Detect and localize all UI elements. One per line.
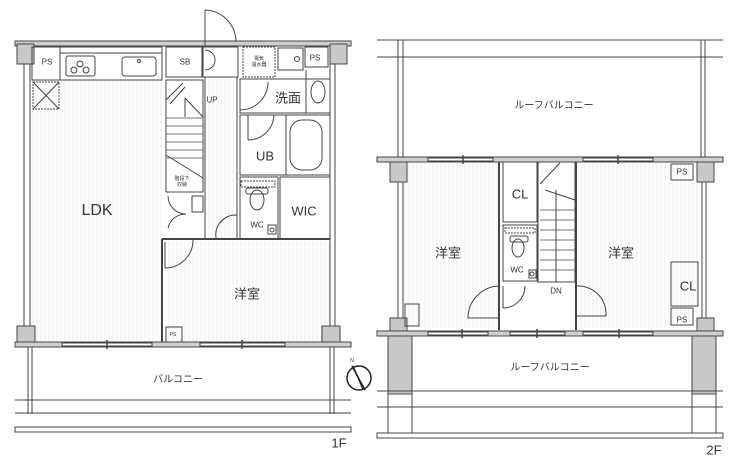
room-label-wc-1f: WC <box>250 220 264 230</box>
stairs-down-label: DN <box>550 286 562 296</box>
room-label-western-room-2f-left: 洋室 <box>434 245 462 261</box>
floor-label-1f: 1F <box>331 435 347 451</box>
room-label-western-room-1f: 洋室 <box>233 286 261 302</box>
floor-label-2f: 2F <box>706 442 722 458</box>
balcony-label: バルコニー <box>153 374 203 386</box>
room-label-unit-bath: UB <box>255 148 275 164</box>
room-label-shoe-box: SB <box>179 57 191 67</box>
compass-north-icon <box>346 365 372 391</box>
room-label-ps-2f-bottom: PS <box>676 315 688 325</box>
room-label-ps-2f-top: PS <box>676 167 688 177</box>
water-heater-label: 電気 温水器 <box>251 56 267 68</box>
roof-balcony-bottom-label: ルーフバルコニー <box>510 362 590 374</box>
room-label-ps-1f-left: PS <box>41 57 53 67</box>
room-label-washroom: 洗面 <box>274 90 302 106</box>
room-label-ps-1f-small: PS <box>169 332 177 338</box>
compass-north-label: N <box>350 358 354 364</box>
room-label-ldk: LDK <box>81 202 113 219</box>
room-label-wic: WIC <box>291 203 317 219</box>
room-label-wc-2f: WC <box>510 265 524 275</box>
room-label-closet-left: CL <box>511 186 529 202</box>
room-label-closet-right: CL <box>679 278 697 294</box>
under-stairs-storage-label: 階段下 収納 <box>174 176 190 188</box>
roof-balcony-top-label: ルーフバルコニー <box>514 100 594 112</box>
floor1-plan <box>14 9 352 433</box>
stairs-up-label: UP <box>206 95 218 105</box>
room-label-western-room-2f-right: 洋室 <box>607 245 635 261</box>
floor2-plan <box>376 39 724 439</box>
room-label-ps-1f-right: PS <box>309 53 321 63</box>
